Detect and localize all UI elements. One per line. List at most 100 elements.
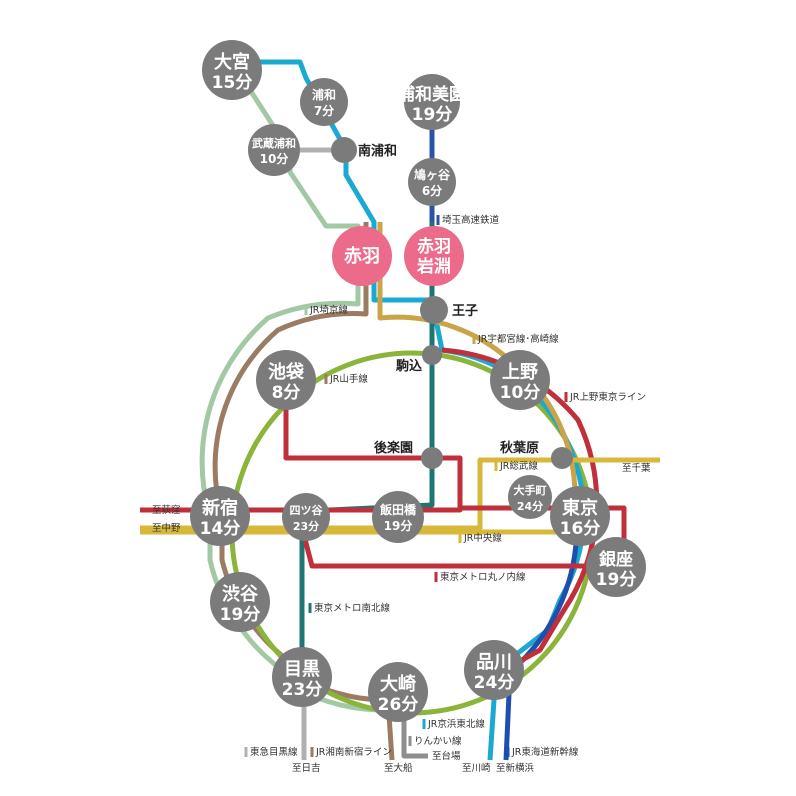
station-time: 6分 xyxy=(422,183,442,198)
station-korakuen[interactable]: 後楽園 xyxy=(374,440,443,469)
line-label-tokaido: JR東海道新幹線 xyxy=(506,746,579,758)
line-label-text: 埼玉高速鉄道 xyxy=(442,214,500,226)
line-label-text: JR京浜東北線 xyxy=(427,718,485,730)
station-time: 15分 xyxy=(212,73,253,93)
station-marker xyxy=(202,40,262,100)
destination-shinyokohama: 至新横浜 xyxy=(496,762,535,774)
line-label-tokyu: 東急目黒線 xyxy=(244,746,298,758)
line-label-keihin: JR京浜東北線 xyxy=(422,718,485,730)
station-minami_urawa[interactable]: 南浦和 xyxy=(331,137,397,163)
station-time: 19分 xyxy=(596,570,637,590)
station-marker xyxy=(550,486,610,546)
station-time: 7分 xyxy=(314,103,334,118)
station-marker xyxy=(586,537,646,597)
line-label-text: JR宇都宮線･高崎線 xyxy=(477,333,559,345)
rinkai-line xyxy=(401,705,428,759)
line-label-chuo: JR中央線 xyxy=(458,532,502,544)
station-marker xyxy=(332,226,392,286)
station-name: 後楽園 xyxy=(374,440,413,456)
station-marker xyxy=(508,475,552,519)
destination-kawasaki: 至川崎 xyxy=(462,762,491,774)
line-label-sobu: JR総武線 xyxy=(494,460,538,472)
station-name-line2: 岩淵 xyxy=(416,256,451,277)
station-name: 四ツ谷 xyxy=(290,503,324,517)
line-label-saikyo: JR埼京線 xyxy=(304,304,348,316)
station-name: 王子 xyxy=(452,304,478,319)
station-marker xyxy=(372,491,424,543)
station-time: 16分 xyxy=(560,519,601,539)
destination-odaiba: 至台場 xyxy=(432,750,461,762)
station-marker xyxy=(464,640,524,700)
station-akabane[interactable]: 赤羽 xyxy=(332,226,392,286)
station-marker xyxy=(190,486,250,546)
line-label-saitama_kosoku: 埼玉高速鉄道 xyxy=(436,214,500,226)
line-label-text: JR山手線 xyxy=(329,373,368,385)
station-marker xyxy=(256,350,316,410)
station-time: 26分 xyxy=(378,695,419,715)
station-time: 19分 xyxy=(384,518,413,533)
station-name: 新宿 xyxy=(202,497,238,519)
line-label-ueno_tokyo: JR上野東京ライン xyxy=(564,391,646,403)
station-name: 渋谷 xyxy=(222,583,259,605)
station-marker xyxy=(368,662,428,722)
station-name: 大手町 xyxy=(514,483,547,497)
station-name: 大崎 xyxy=(380,673,416,695)
line-label-text: 東京メトロ丸ノ内線 xyxy=(440,571,526,583)
station-akihabara[interactable]: 秋葉原 xyxy=(500,440,573,469)
line-label-text: JR総武線 xyxy=(499,460,538,472)
destination-nakano: 至中野 xyxy=(152,522,181,534)
destination-ofuna: 至大船 xyxy=(384,762,413,774)
station-komagome[interactable]: 駒込 xyxy=(395,345,442,374)
station-name: 銀座 xyxy=(599,549,633,570)
station-name: 池袋 xyxy=(268,361,305,383)
line-label-text: JR上野東京ライン xyxy=(569,391,646,403)
station-time: 23分 xyxy=(282,680,323,700)
line-label-text: JR中央線 xyxy=(463,532,502,544)
station-marker xyxy=(300,78,348,126)
station-oji[interactable]: 王子 xyxy=(420,296,478,324)
station-time: 19分 xyxy=(412,105,453,125)
station-marker xyxy=(282,493,330,541)
station-marker xyxy=(490,350,550,410)
line-label-text: 東京メトロ南北線 xyxy=(314,602,391,614)
station-name: 品川 xyxy=(476,652,512,673)
line-label-text: JR東海道新幹線 xyxy=(511,746,579,758)
station-name: 浦和 xyxy=(312,87,336,102)
station-marker xyxy=(420,296,448,324)
line-label-text: 東急目黒線 xyxy=(250,746,298,758)
station-name: 目黒 xyxy=(284,659,320,680)
station-name: 秋葉原 xyxy=(500,440,539,456)
station-name: 駒込 xyxy=(395,358,423,374)
line-label-text: JR湘南新宿ライン xyxy=(315,746,392,758)
line-label-yamanote: JR山手線 xyxy=(324,373,368,385)
destination-ogikubo: 至荻窪 xyxy=(152,504,181,516)
station-name: 東京 xyxy=(562,497,598,519)
station-name: 飯田橋 xyxy=(379,502,417,517)
line-label-text: JR埼京線 xyxy=(309,304,348,316)
line-label-rinkai: りんかい線 xyxy=(408,735,462,747)
station-marker xyxy=(404,74,460,130)
station-marker xyxy=(422,345,442,365)
station-time: 10分 xyxy=(500,383,541,403)
destination-chiba: 至千葉 xyxy=(622,462,651,474)
station-time: 10分 xyxy=(260,151,289,166)
